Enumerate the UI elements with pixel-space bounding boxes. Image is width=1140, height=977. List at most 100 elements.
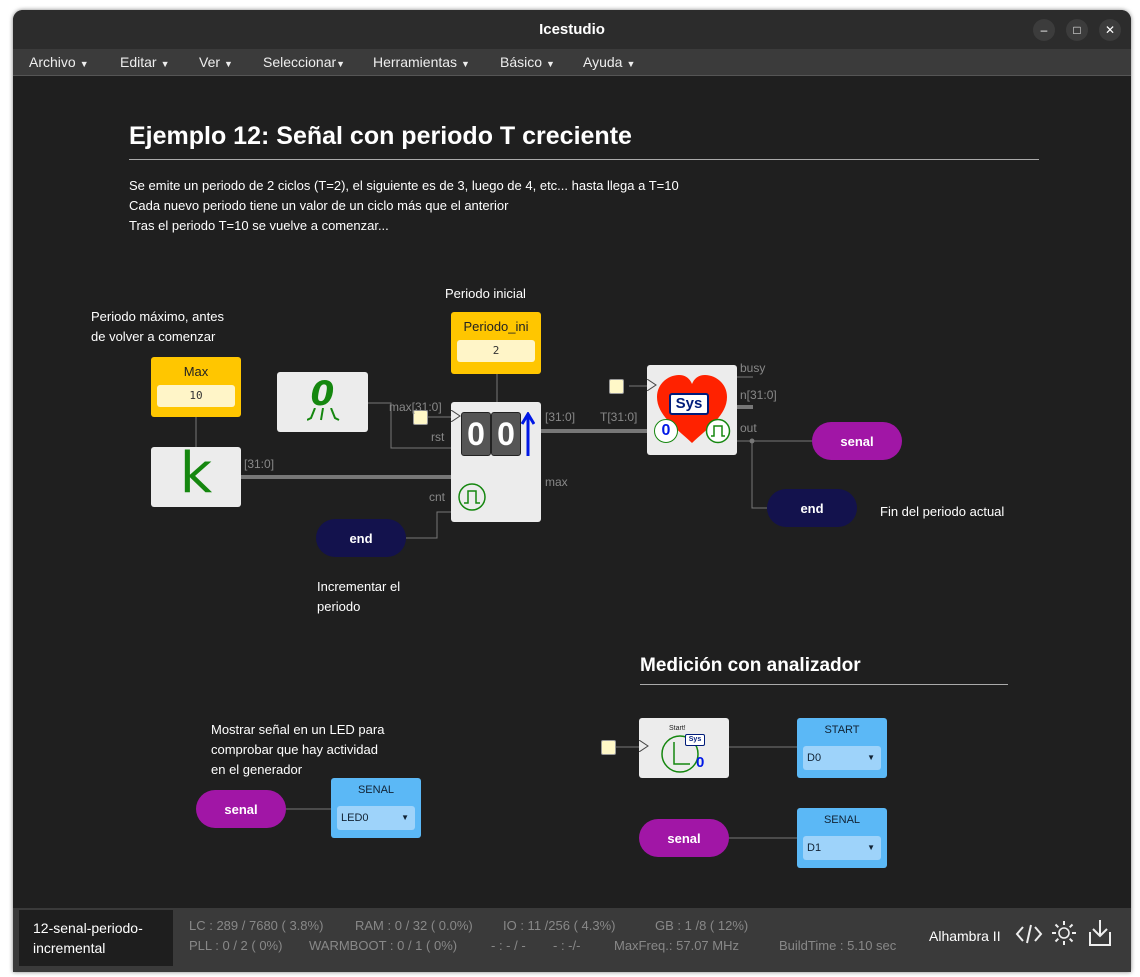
sys-zero: 0 — [654, 419, 678, 443]
note-ini: Periodo inicial — [445, 286, 526, 301]
note-led-3: en el generador — [211, 762, 303, 777]
section-title-analizador: Medición con analizador — [640, 655, 861, 676]
sys-signal-block[interactable]: Sys 0 — [647, 365, 737, 455]
label-end-input[interactable]: end — [316, 519, 406, 557]
port-cnt-out: [31:0] — [545, 410, 576, 424]
menu-basico[interactable]: Básico▼ — [500, 54, 555, 70]
title-bar: Icestudio – □ ✕ — [13, 10, 1131, 49]
max-constant-value[interactable]: 10 — [157, 385, 235, 407]
legs-icon — [307, 408, 340, 421]
label-senal-led[interactable]: senal — [196, 790, 286, 828]
design-canvas[interactable]: Ejemplo 12: Señal con periodo T crecient… — [13, 76, 1131, 908]
maximize-button[interactable]: □ — [1066, 19, 1088, 41]
close-button[interactable]: ✕ — [1099, 19, 1121, 41]
note-led-2: comprobar que hay actividad — [211, 742, 378, 757]
input-pin-sys[interactable] — [609, 379, 624, 394]
desc-line-2: Cada nuevo periodo tiene un valor de un … — [129, 198, 509, 213]
port-rst: rst — [431, 430, 445, 444]
counter-digit-1: 0 — [461, 412, 491, 456]
periodo-ini-block[interactable]: Periodo_ini 2 — [451, 312, 541, 374]
window-title: Icestudio — [539, 21, 605, 38]
start-block[interactable]: Start! Sys 0 — [639, 718, 729, 778]
output-senal-led-pin-select[interactable]: LED0▼ — [337, 806, 415, 830]
stat-io: IO : 11 /256 ( 4.3%) — [503, 918, 616, 933]
status-bar: 12-senal-periodo- incremental LC : 289 /… — [13, 908, 1131, 972]
note-inc-2: periodo — [317, 599, 361, 614]
chevron-down-icon: ▼ — [867, 753, 875, 762]
output-start-pin-select[interactable]: D0▼ — [803, 746, 881, 770]
stat-lc: LC : 289 / 7680 ( 3.8%) — [189, 918, 324, 933]
start-label: Start! — [669, 725, 686, 732]
download-icon[interactable] — [1087, 918, 1113, 948]
input-pin-rst[interactable] — [413, 410, 428, 425]
port-max-out: max — [545, 475, 568, 489]
output-senal-d1-label: SENAL — [823, 814, 861, 826]
note-max-2: de volver a comenzar — [91, 329, 216, 344]
port-out: out — [740, 421, 757, 435]
file-name-line-2: incremental — [33, 940, 106, 956]
code-icon[interactable] — [1015, 922, 1043, 946]
up-arrow-icon — [521, 412, 535, 456]
periodo-ini-value[interactable]: 2 — [457, 340, 535, 362]
section-divider — [640, 684, 1008, 685]
port-busy: busy — [740, 361, 766, 375]
output-senal-led-block[interactable]: SENAL LED0▼ — [331, 778, 421, 838]
label-senal-d1[interactable]: senal — [639, 819, 729, 857]
desc-line-3: Tras el periodo T=10 se vuelve a comenza… — [129, 218, 389, 233]
start-zero: 0 — [696, 754, 705, 771]
page-title: Ejemplo 12: Señal con periodo T crecient… — [129, 122, 632, 150]
output-senal-led-label: SENAL — [357, 784, 395, 796]
zero-block[interactable]: 0 — [277, 372, 368, 432]
clock-triangle-icon — [647, 379, 657, 391]
port-cnt: cnt — [429, 490, 446, 504]
menu-ver[interactable]: Ver▼ — [199, 54, 233, 70]
file-tab[interactable]: 12-senal-periodo- incremental — [19, 910, 173, 966]
wires — [195, 374, 812, 839]
sys-label: Sys — [669, 393, 709, 415]
port-n: n[31:0] — [740, 388, 777, 402]
start-circle-icon — [661, 735, 699, 773]
output-start-label: START — [824, 724, 860, 736]
port-max-in: max[31:0] — [389, 400, 442, 414]
zero-glyph: 0 — [310, 374, 335, 414]
gear-icon[interactable] — [1051, 920, 1077, 946]
menu-archivo[interactable]: Archivo▼ — [29, 54, 89, 70]
stat-pll: PLL : 0 / 2 ( 0%) — [189, 938, 283, 953]
k-glyph: k — [179, 441, 213, 506]
desc-line-1: Se emite un periodo de 2 ciclos (T=2), e… — [129, 178, 679, 193]
counter-digit-2: 0 — [491, 412, 521, 456]
note-led-1: Mostrar señal en un LED para — [211, 722, 385, 737]
note-fin: Fin del periodo actual — [880, 504, 1005, 519]
input-pin-start[interactable] — [601, 740, 616, 755]
clock-triangle-icon — [451, 410, 461, 422]
counter-block[interactable]: 0 0 — [451, 402, 541, 522]
pulse-icon — [458, 483, 486, 511]
menu-herramientas[interactable]: Herramientas▼ — [373, 54, 470, 70]
menu-seleccionar[interactable]: Seleccionar▼ — [263, 54, 346, 70]
stat-dash-1: - : - / - — [491, 938, 526, 953]
start-sys-label: Sys — [685, 734, 705, 746]
chevron-down-icon: ▼ — [867, 843, 875, 852]
port-T-in: T[31:0] — [600, 410, 638, 424]
stat-buildtime: BuildTime : 5.10 sec — [779, 938, 897, 953]
stat-dash-2: - : -/- — [553, 938, 581, 953]
menu-editar[interactable]: Editar▼ — [120, 54, 170, 70]
minimize-button[interactable]: – — [1033, 19, 1055, 41]
label-senal-output[interactable]: senal — [812, 422, 902, 460]
board-name[interactable]: Alhambra II — [929, 928, 1001, 944]
note-max-1: Periodo máximo, antes — [91, 309, 224, 324]
max-constant-label: Max — [183, 364, 209, 379]
label-end-output[interactable]: end — [767, 489, 857, 527]
output-senal-d1-pin-select[interactable]: D1▼ — [803, 836, 881, 860]
stat-warmboot: WARMBOOT : 0 / 1 ( 0%) — [309, 938, 458, 953]
clock-triangle-icon — [639, 740, 649, 752]
note-inc-1: Incrementar el — [317, 579, 401, 594]
app-window: Icestudio – □ ✕ Archivo▼ Editar▼ Ver▼ Se… — [13, 10, 1131, 972]
output-senal-d1-block[interactable]: SENAL D1▼ — [797, 808, 887, 868]
max-constant-block[interactable]: Max 10 — [151, 357, 241, 417]
k-block[interactable]: k — [151, 441, 241, 507]
menu-bar: Archivo▼ Editar▼ Ver▼ Seleccionar▼ Herra… — [13, 49, 1131, 76]
menu-ayuda[interactable]: Ayuda▼ — [583, 54, 636, 70]
output-start-block[interactable]: START D0▼ — [797, 718, 887, 778]
title-divider — [129, 159, 1039, 160]
